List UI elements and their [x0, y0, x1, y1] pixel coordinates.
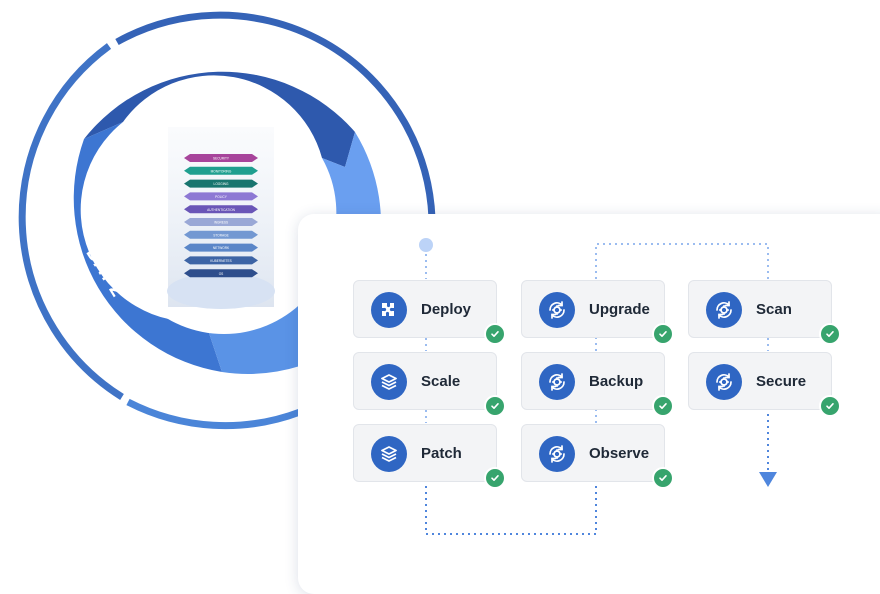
connector-patch-observe	[425, 486, 597, 535]
upgrade-label: Upgrade	[589, 301, 650, 318]
scale-label: Scale	[421, 373, 461, 390]
stack-base	[167, 273, 275, 309]
stack-layer-label: AUTHENTICATION	[207, 208, 235, 212]
checkmark-icon	[819, 395, 841, 417]
stack-layer	[184, 256, 258, 265]
stack-layer	[184, 230, 258, 239]
stack-layer	[184, 179, 258, 188]
day0-label: DAY 0	[195, 78, 249, 99]
outer-ring-arc-bottom	[126, 398, 302, 430]
stack-layer	[184, 166, 258, 175]
stack-layer-label: SECURITY	[213, 157, 230, 161]
outer-ring-arc-right	[115, 11, 436, 219]
stack-layer-label: OS	[219, 272, 224, 276]
secure-card[interactable]: Secure	[688, 352, 841, 417]
cycle-gear-icon	[539, 292, 575, 328]
checkmark-icon	[652, 395, 674, 417]
cycle-gear-icon	[539, 364, 575, 400]
checkmark-icon	[652, 323, 674, 345]
flow-start-node	[419, 238, 433, 252]
checkmark-icon	[484, 323, 506, 345]
upgrade-card[interactable]: Upgrade	[521, 280, 674, 345]
observe-card[interactable]: Observe	[521, 424, 674, 489]
stack-layer	[184, 154, 258, 162]
cycle-gear-icon	[706, 364, 742, 400]
stack-layer-label: STORAGE	[213, 233, 229, 237]
outer-ring-arc-left	[18, 43, 124, 400]
stack-layer-label: NETWORK	[213, 246, 230, 250]
cycle-gear-icon	[706, 292, 742, 328]
secure-label: Secure	[756, 373, 807, 390]
stack-layer-label: POLICY	[215, 195, 228, 199]
deploy-label: Deploy	[421, 301, 472, 318]
scan-card[interactable]: Scan	[688, 280, 841, 345]
flow-end-arrow	[759, 472, 777, 487]
backup-card[interactable]: Backup	[521, 352, 674, 417]
lifecycle-ring: DAY 0 DAY 2 OSKUBERNETESNETWORKSTORAGEIN…	[18, 11, 436, 430]
backup-label: Backup	[589, 373, 644, 390]
checkmark-icon	[652, 467, 674, 489]
stack-layer	[184, 218, 258, 226]
puzzle-icon	[371, 292, 407, 328]
connector-upgrade-scan	[595, 243, 769, 279]
day2-segment	[73, 122, 222, 372]
cycle-gear-icon	[539, 436, 575, 472]
stack-layer	[184, 192, 258, 201]
stack-layer	[184, 243, 258, 252]
stack-layer-label: LOGGING	[214, 182, 229, 186]
scale-card[interactable]: Scale	[353, 352, 506, 417]
layers-icon	[371, 436, 407, 472]
deploy-card[interactable]: Deploy	[353, 280, 506, 345]
patch-card[interactable]: Patch	[353, 424, 506, 489]
stack-layer-label: MONITORING	[211, 169, 232, 173]
checkmark-icon	[819, 323, 841, 345]
checkmark-icon	[484, 467, 506, 489]
day0-segment	[84, 71, 355, 167]
stack-layer-label: KUBERNETES	[210, 259, 232, 263]
patch-label: Patch	[421, 445, 462, 462]
stack-layer	[184, 269, 258, 278]
stack-layers: OS KUBERNETES NETWORK STORAGE INGRESS AUTHENT…	[184, 154, 258, 278]
checkmark-icon	[484, 395, 506, 417]
workflow-connectors	[419, 238, 777, 535]
layers-icon	[371, 364, 407, 400]
scan-label: Scan	[756, 301, 792, 318]
stack-layer	[184, 205, 258, 214]
stack-layer-label: INGRESS	[214, 221, 228, 225]
observe-label: Observe	[589, 445, 650, 462]
